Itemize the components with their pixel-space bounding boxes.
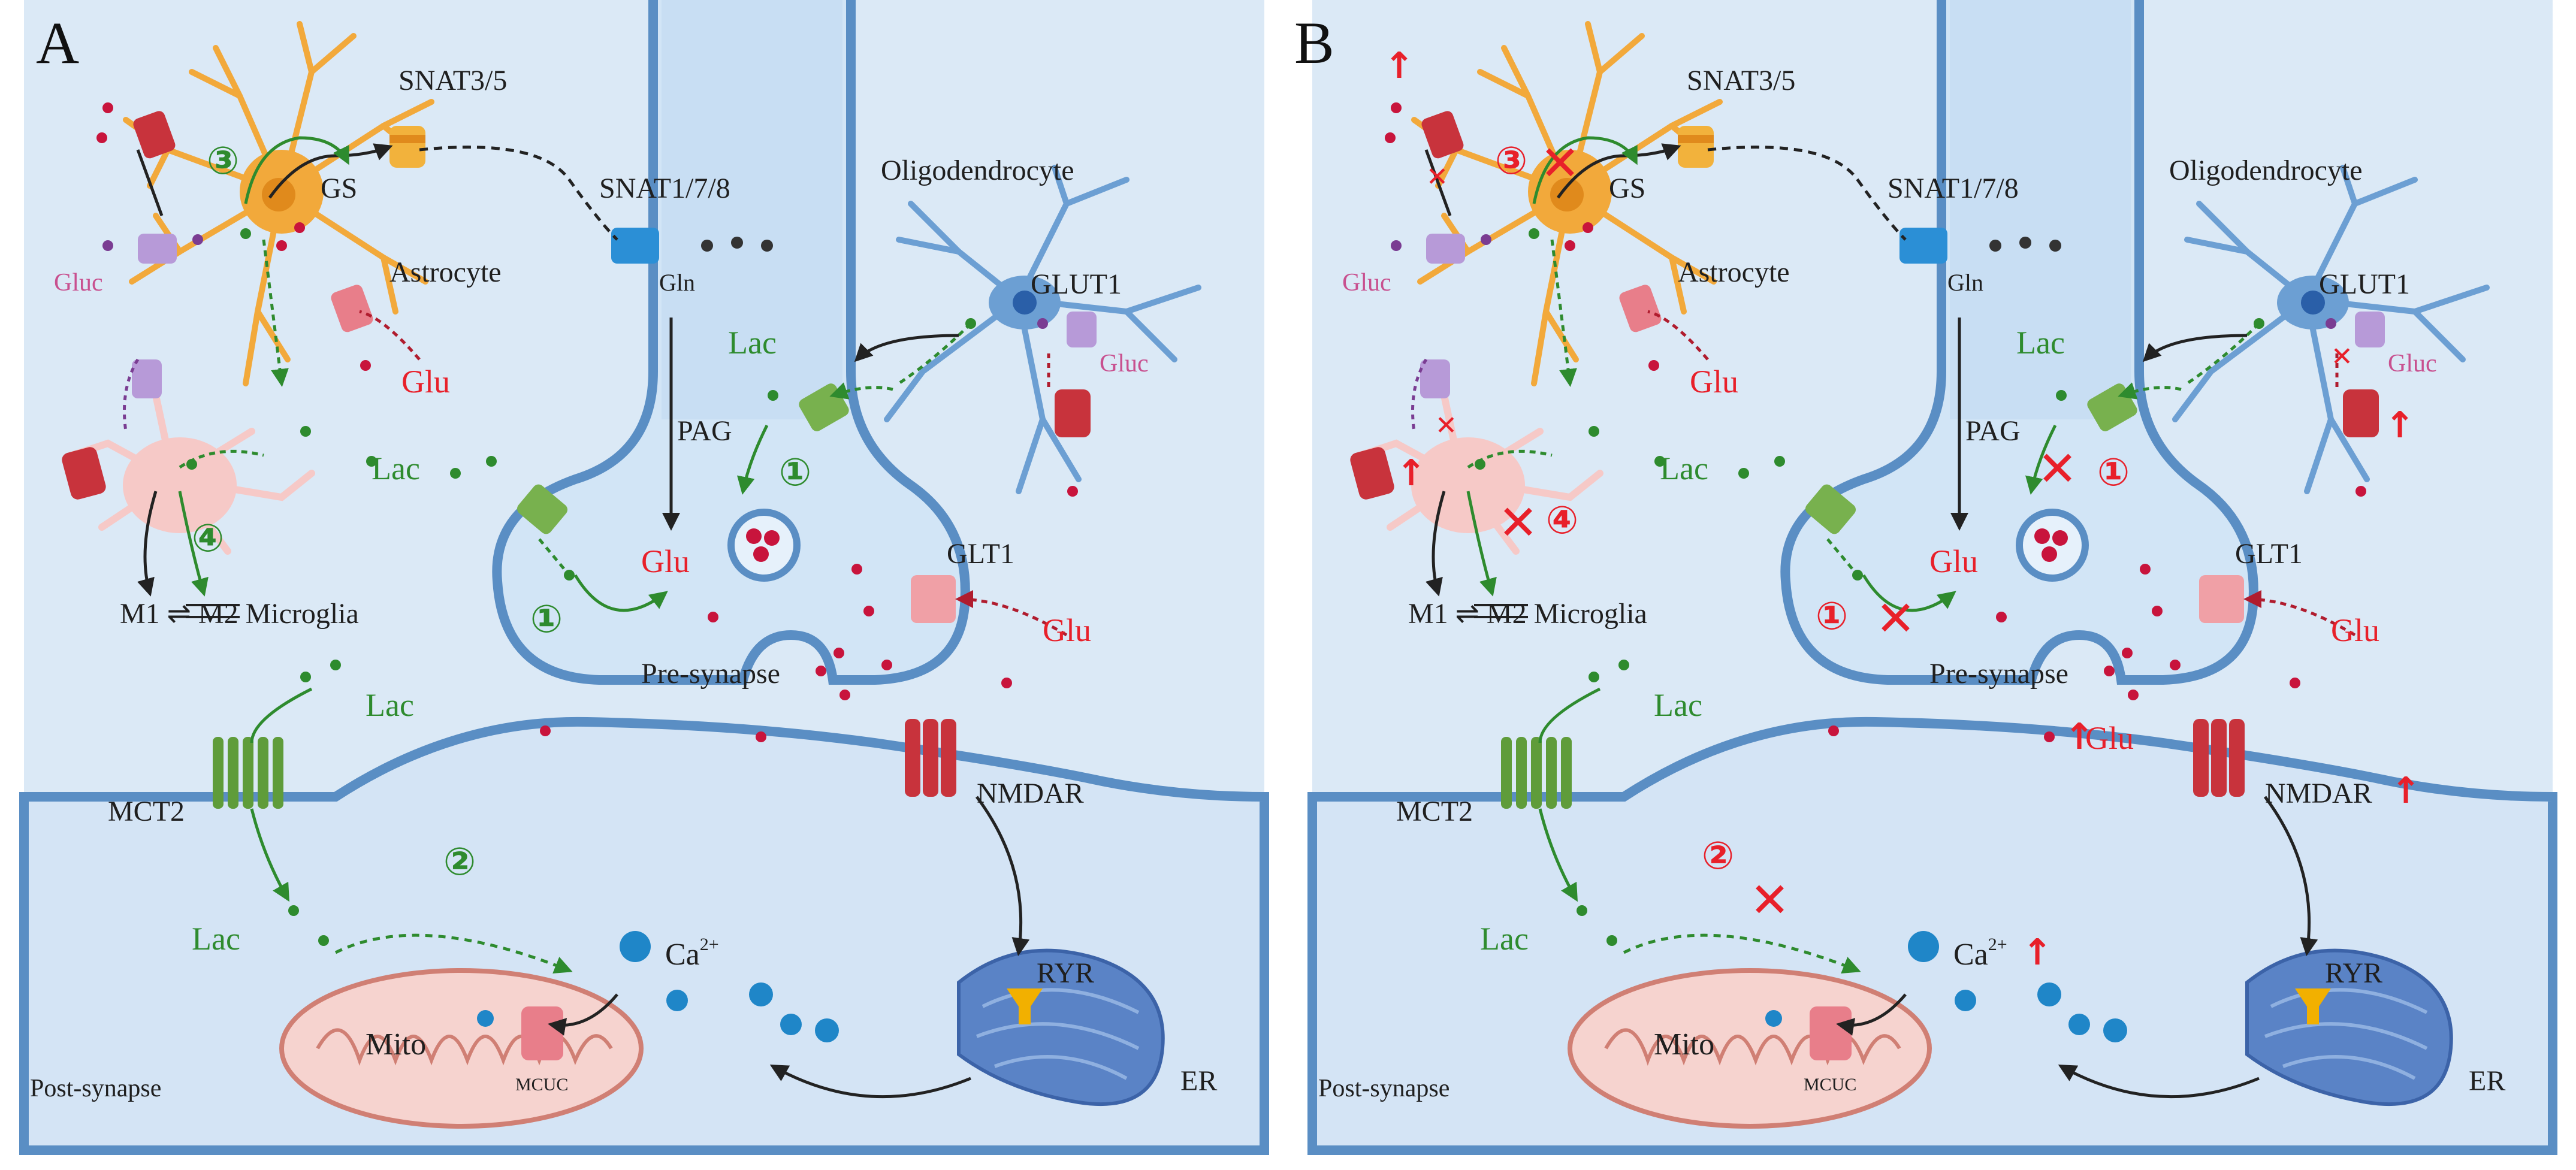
up-arrow-nmdar: ↑ — [2391, 770, 2421, 812]
label-gluc-left: Gluc — [54, 269, 103, 297]
panel-b-blocks: ✕ ✕ ✕ ✕ ✕ — [1498, 135, 2077, 928]
label-mcuc: MCUC — [1804, 1075, 1856, 1095]
block-mark-small-3: ✕ — [2331, 341, 2353, 372]
panel-a-labels: SNAT3/5 GS Astrocyte SNAT1/7/8 Gln Oligo… — [30, 65, 1217, 1102]
label-glu-right: Glu — [1043, 612, 1091, 648]
label-gln: Gln — [659, 269, 695, 296]
panel-a-steps: ③ ④ ① ① ② — [192, 139, 811, 884]
panel-a: A SNAT3/5 GS Astrocyte SNAT1/7/8 Gln Oli… — [24, 0, 1264, 1150]
label-glu-astro: Glu — [401, 364, 450, 400]
label-oligodendrocyte: Oligodendrocyte — [2169, 155, 2363, 186]
label-astrocyte: Astrocyte — [1678, 256, 1790, 288]
label-lac-oligo: Lac — [728, 325, 777, 361]
label-microglia: M1 ⇌ M2 Microglia — [120, 598, 359, 630]
panel-a-letter: A — [36, 10, 79, 76]
label-mct2: MCT2 — [108, 796, 185, 827]
label-nmdar: NMDAR — [2265, 778, 2372, 809]
panel-b-letter: B — [1294, 10, 1334, 76]
block-mark-pag: ✕ — [2037, 441, 2077, 497]
label-ryr: RYR — [1037, 957, 1094, 989]
label-er: ER — [2469, 1065, 2505, 1097]
block-mark-microglia: ✕ — [1498, 495, 1538, 551]
block-mark-small-2: ✕ — [1435, 410, 1457, 441]
step-3: ③ — [1495, 139, 1527, 183]
label-ca: Ca2+ — [665, 935, 719, 972]
label-snat35: SNAT3/5 — [398, 65, 507, 96]
label-gluc-right: Gluc — [1100, 350, 1149, 377]
label-er: ER — [1180, 1065, 1217, 1097]
label-presynapse: Pre-synapse — [1929, 658, 2068, 690]
step-2: ② — [1702, 834, 1734, 878]
label-gluc-left: Gluc — [1342, 269, 1391, 297]
step-1-bottom: ① — [530, 597, 563, 642]
up-arrow-astro-transporter: ↑ — [1384, 45, 1414, 87]
label-lac-post: Lac — [192, 921, 240, 957]
label-microglia: M1 ⇌ M2 Microglia — [1408, 598, 1647, 630]
label-mct2: MCT2 — [1396, 796, 1473, 827]
step-4: ④ — [192, 516, 224, 561]
label-pag: PAG — [677, 415, 732, 447]
label-glu-astro: Glu — [1690, 364, 1738, 400]
label-gs: GS — [321, 173, 357, 204]
label-glu-right: Glu — [2331, 612, 2379, 648]
block-mark-lac: ✕ — [1876, 591, 1916, 646]
label-lac-oligo: Lac — [2016, 325, 2065, 361]
label-glu-presyn: Glu — [1929, 543, 1978, 579]
block-mark-small-1: ✕ — [1426, 162, 1448, 192]
label-presynapse: Pre-synapse — [641, 658, 780, 690]
up-arrow-microglia-transporter: ↑ — [1396, 452, 1426, 494]
label-glut1: GLUT1 — [1031, 268, 1122, 300]
label-gln: Gln — [1947, 269, 1983, 296]
label-pag: PAG — [1965, 415, 2021, 447]
label-lac-center: Lac — [372, 451, 420, 486]
label-postsynapse: Post-synapse — [30, 1075, 161, 1102]
label-mcuc: MCUC — [515, 1075, 568, 1095]
label-ryr: RYR — [2325, 957, 2382, 989]
panel-b-labels: SNAT3/5 GS Astrocyte SNAT1/7/8 Gln Oligo… — [1318, 65, 2505, 1102]
label-glt1: GLT1 — [947, 538, 1014, 570]
label-glut1: GLUT1 — [2319, 268, 2410, 300]
label-gs: GS — [1609, 173, 1645, 204]
step-1-bottom: ① — [1816, 594, 1848, 639]
label-astrocyte: Astrocyte — [389, 256, 502, 288]
up-arrow-glu: ↑ — [2064, 716, 2094, 758]
label-lac-mct: Lac — [366, 687, 414, 723]
label-glu-presyn: Glu — [641, 543, 690, 579]
label-lac-center: Lac — [1660, 451, 1708, 486]
label-ca: Ca2+ — [1953, 935, 2007, 972]
label-glt1: GLT1 — [2235, 538, 2303, 570]
panel-b-up-arrows: ↑ ↑ ↑ ↑ ↑ ↑ — [1384, 45, 2421, 974]
block-mark-gs: ✕ — [1540, 135, 1580, 191]
label-lac-post: Lac — [1480, 921, 1529, 957]
step-3: ③ — [207, 139, 239, 183]
panel-b-small-blocks: ✕ ✕ ✕ — [1426, 162, 2353, 441]
label-nmdar: NMDAR — [977, 778, 1084, 809]
label-mito: Mito — [366, 1027, 426, 1062]
block-mark-mcuc: ✕ — [1750, 872, 1790, 928]
label-oligodendrocyte: Oligodendrocyte — [881, 155, 1074, 186]
label-lac-mct: Lac — [1654, 687, 1702, 723]
label-snat178: SNAT1/7/8 — [599, 173, 730, 204]
label-snat178: SNAT1/7/8 — [1888, 173, 2019, 204]
step-1-top: ① — [2097, 451, 2130, 495]
label-glu-up: Glu — [2085, 720, 2134, 756]
label-snat35: SNAT3/5 — [1687, 65, 1795, 96]
panel-b: B SNAT3/5 GS Astrocyte SNAT1/7/8 Gln Oli… — [1294, 0, 2553, 1150]
up-arrow-oligo-transporter: ↑ — [2385, 404, 2415, 446]
up-arrow-ca: ↑ — [2022, 932, 2052, 974]
step-1-top: ① — [779, 451, 811, 495]
step-4: ④ — [1546, 498, 1578, 543]
label-postsynapse: Post-synapse — [1318, 1075, 1449, 1102]
label-mito: Mito — [1654, 1027, 1714, 1062]
label-gluc-right: Gluc — [2388, 350, 2437, 377]
panel-b-steps: ③ ④ ① ① ② — [1495, 139, 2130, 878]
step-2: ② — [443, 840, 476, 884]
